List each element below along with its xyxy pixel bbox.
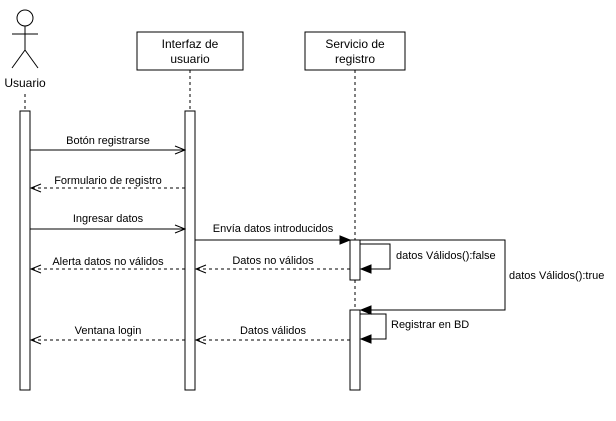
service-label-line1: Servicio de <box>325 37 385 51</box>
message-datos-validos: Datos válidos <box>196 325 350 340</box>
message-envia-datos: Envía datos introducidos <box>195 223 350 240</box>
user-actor-label: Usuario <box>4 76 46 90</box>
message-label: Ingresar datos <box>73 213 144 225</box>
user-activation-bar <box>19 110 31 391</box>
service-activation-bar-2 <box>349 309 361 391</box>
message-label: Formulario de registro <box>54 175 162 187</box>
message-boton-registrarse: Botón registrarse <box>30 135 185 150</box>
interface-label-line1: Interfaz de <box>162 37 219 51</box>
message-ingresar-datos: Ingresar datos <box>30 213 185 229</box>
message-alerta-no-validos: Alerta datos no válidos <box>31 256 185 269</box>
message-label: Registrar en BD <box>391 319 469 331</box>
interface-participant: Interfaz de usuario <box>136 31 244 71</box>
self-message-registrar-bd: Registrar en BD <box>360 313 469 339</box>
user-actor-icon <box>11 9 39 69</box>
self-message-validos-true: datos Válidos():true <box>360 239 604 310</box>
message-label: datos Válidos():false <box>396 250 496 262</box>
service-activation-bar-1 <box>349 239 361 281</box>
self-message-validos-false: datos Válidos():false <box>360 243 496 269</box>
message-label: Envía datos introducidos <box>213 223 334 235</box>
message-label: Botón registrarse <box>66 135 150 147</box>
message-label: datos Válidos():true <box>509 270 604 282</box>
service-participant: Servicio de registro <box>304 31 406 71</box>
message-datos-no-validos: Datos no válidos <box>196 255 350 269</box>
message-formulario-registro: Formulario de registro <box>31 175 185 188</box>
service-label-line2: registro <box>335 52 375 66</box>
message-ventana-login: Ventana login <box>31 325 185 340</box>
message-label: Datos no válidos <box>232 255 314 267</box>
interface-activation-bar <box>184 110 196 391</box>
message-label: Datos válidos <box>240 325 307 337</box>
interface-label-line2: usuario <box>170 52 210 66</box>
message-label: Alerta datos no válidos <box>52 256 164 268</box>
message-label: Ventana login <box>75 325 142 337</box>
